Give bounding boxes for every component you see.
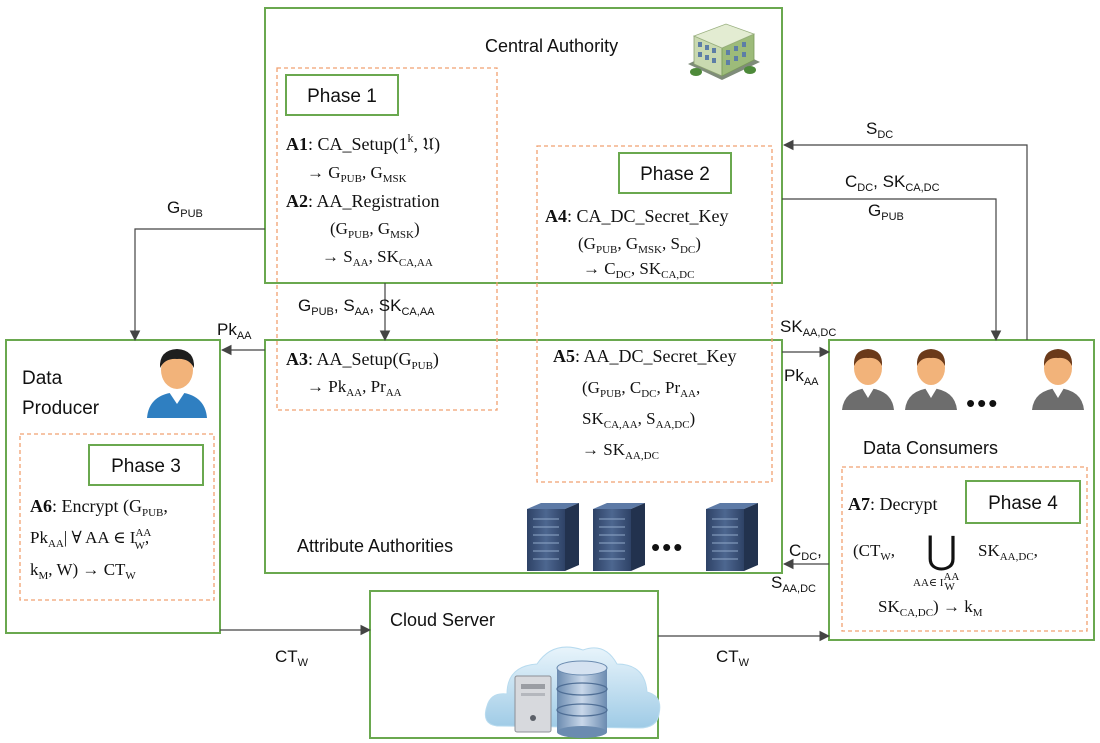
svg-text:→ PkAA, PrAA: → PkAA, PrAA [307, 377, 402, 399]
arrow-ca-to-producer [129, 228, 265, 342]
data-producer-box [5, 339, 221, 634]
svg-text:A1: CA_Setup(1k, 𝔘): A1: CA_Setup(1k, 𝔘) [286, 131, 440, 155]
edge-label-saadc: SAA,DC [771, 573, 816, 595]
edge-label-ctw-right: CTW [716, 647, 750, 669]
data-producer-title-line2: Producer [22, 398, 100, 419]
phase3-region [19, 433, 215, 601]
svg-text:SKAA,DC,: SKAA,DC, [978, 541, 1038, 563]
cloud-database-icon [484, 646, 661, 738]
data-consumers-box [828, 339, 1095, 641]
person-icon-consumer-2 [905, 349, 957, 410]
person-icon-consumer-1 [842, 349, 894, 410]
consumers-ellipsis: ••• [966, 388, 999, 418]
edge-label-pkaa-left: PkAA [217, 320, 252, 342]
svg-text:kM, W) → CTW: kM, W) → CTW [30, 560, 136, 582]
phase3-label-box [88, 444, 204, 486]
edge-label-ctw-left: CTW [275, 647, 309, 669]
svg-text:A6: Encrypt (GPUB,: A6: Encrypt (GPUB, [30, 496, 168, 519]
edge-label-gpub-left: GPUB [167, 198, 203, 220]
phase4-region [841, 466, 1088, 632]
data-producer-title-line1: Data [22, 368, 63, 389]
svg-text:(GPUB, GMSK): (GPUB, GMSK) [330, 219, 420, 241]
phase2-label: Phase 2 [640, 164, 710, 185]
person-icon-producer [147, 349, 207, 418]
server-icon-2 [593, 503, 645, 571]
svg-text:→ GPUB, GMSK: → GPUB, GMSK [307, 163, 407, 185]
svg-text:→ SAA, SKCA,AA: → SAA, SKCA,AA [322, 247, 433, 269]
algorithm-a5: A5: AA_DC_Secret_Key (GPUB, CDC, PrAA, S… [553, 346, 736, 462]
svg-text:(CTW,: (CTW, [853, 541, 895, 563]
svg-text:(GPUB, GMSK, SDC): (GPUB, GMSK, SDC) [578, 234, 701, 256]
person-icon-consumer-3 [1032, 349, 1084, 410]
svg-text:A4: CA_DC_Secret_Key: A4: CA_DC_Secret_Key [545, 206, 729, 226]
central-authority-box [264, 7, 783, 284]
edge-label-ca-to-aa: GPUB, SAA, SKCA,AA [298, 296, 435, 318]
attribute-authorities-title: Attribute Authorities [297, 536, 453, 556]
data-consumers-title: Data Consumers [863, 438, 998, 458]
building-icon [688, 23, 760, 80]
phase4-label: Phase 4 [988, 493, 1058, 514]
algorithm-a3: A3: AA_Setup(GPUB) → PkAA, PrAA [286, 349, 439, 399]
algorithm-a4: A4: CA_DC_Secret_Key (GPUB, GMSK, SDC) →… [545, 206, 729, 281]
phase2-label-box [618, 152, 732, 194]
edge-label-gpub-right: GPUB [868, 201, 904, 223]
phase1-label: Phase 1 [307, 86, 377, 107]
svg-text:(GPUB, CDC, PrAA,: (GPUB, CDC, PrAA, [582, 378, 700, 400]
phase1-region [276, 67, 498, 411]
svg-text:A3: AA_Setup(GPUB): A3: AA_Setup(GPUB) [286, 349, 439, 372]
edge-label-sdc: SDC [866, 119, 893, 141]
arrow-ca-to-consumers [782, 198, 1002, 342]
edge-label-cdc-skcadc: CDC, SKCA,DC [845, 172, 940, 194]
svg-text:→ SKAA,DC: → SKAA,DC [582, 440, 659, 462]
cloud-server-title: Cloud Server [390, 610, 495, 630]
arrow-consumers-to-ca [782, 139, 1028, 340]
central-authority-title: Central Authority [485, 36, 618, 56]
edge-label-pkaa-right: PkAA [784, 366, 819, 388]
phase3-label: Phase 3 [111, 456, 181, 477]
algorithm-a2: A2: AA_Registration (GPUB, GMSK) → SAA, … [286, 191, 440, 269]
svg-text:A5: AA_DC_Secret_Key: A5: AA_DC_Secret_Key [553, 346, 736, 366]
svg-text:→ CDC, SKCA,DC: → CDC, SKCA,DC [583, 259, 694, 281]
algorithm-a1: A1: CA_Setup(1k, 𝔘) → GPUB, GMSK [286, 131, 440, 185]
svg-text:SKCA,DC) → kM: SKCA,DC) → kM [878, 597, 983, 619]
server-icon-3 [706, 503, 758, 571]
edge-label-skaadc-right: SKAA,DC [780, 317, 836, 339]
svg-text:⋃: ⋃ [926, 530, 957, 572]
phase2-region [536, 145, 773, 483]
phase1-label-box [285, 74, 399, 116]
server-icon-1 [527, 503, 579, 571]
attribute-authorities-box [264, 339, 783, 574]
phase4-label-box [965, 480, 1081, 524]
svg-text:SKCA,AA, SAA,DC): SKCA,AA, SAA,DC) [582, 409, 695, 431]
svg-text:A7: Decrypt: A7: Decrypt [848, 494, 938, 514]
svg-text:A2: AA_Registration: A2: AA_Registration [286, 191, 440, 211]
edge-label-cdc: CDC, [789, 541, 822, 563]
cloud-server-box [369, 590, 659, 739]
servers-ellipsis: ••• [651, 532, 684, 562]
